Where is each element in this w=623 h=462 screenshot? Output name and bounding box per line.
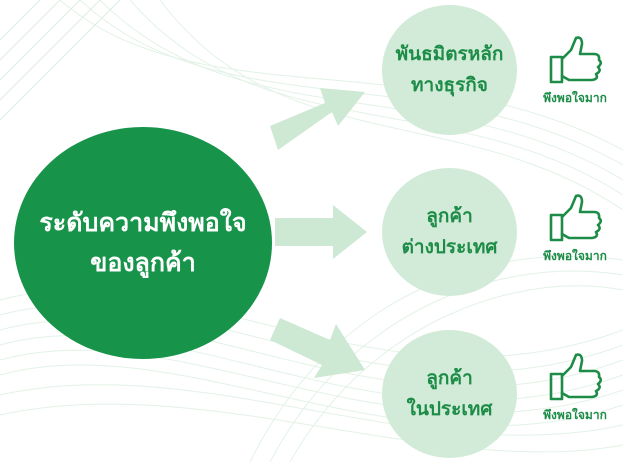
main-topic-circle: ระดับความพึงพอใจ ของลูกค้า bbox=[14, 127, 272, 359]
node-key-partners: พันธมิตรหลัก ทางธุรกิจ bbox=[382, 5, 517, 135]
rating-label: พึงพอใจมาก bbox=[543, 408, 607, 422]
node-label-line-2: ต่างประเทศ bbox=[401, 236, 498, 258]
node-label-line-1: พันธมิตรหลัก bbox=[395, 43, 504, 65]
node-label-line-1: ลูกค้า bbox=[426, 367, 473, 389]
thumbs-up-icon bbox=[549, 353, 603, 401]
main-topic-line-2: ของลูกค้า bbox=[90, 248, 196, 277]
main-topic-line-1: ระดับความพึงพอใจ bbox=[39, 208, 247, 237]
thumbs-up-icon bbox=[549, 36, 603, 84]
rating-key-partners: พึงพอใจมาก bbox=[530, 35, 620, 108]
node-label-line-1: ลูกค้า bbox=[426, 205, 473, 227]
node-label-line-2: ในประเทศ bbox=[406, 398, 493, 420]
node-domestic-customers: ลูกค้า ในประเทศ bbox=[382, 330, 517, 458]
node-overseas-customers: ลูกค้า ต่างประเทศ bbox=[382, 168, 517, 296]
rating-label: พึงพอใจมาก bbox=[543, 91, 607, 105]
thumbs-up-icon bbox=[549, 194, 603, 242]
node-label-line-2: ทางธุรกิจ bbox=[411, 74, 488, 96]
arrow-icon bbox=[270, 88, 365, 150]
rating-label: พึงพอใจมาก bbox=[543, 249, 607, 263]
rating-domestic-customers: พึงพอใจมาก bbox=[530, 352, 620, 425]
arrow-icon bbox=[270, 318, 365, 378]
rating-overseas-customers: พึงพอใจมาก bbox=[530, 193, 620, 266]
arrow-icon bbox=[275, 205, 367, 259]
